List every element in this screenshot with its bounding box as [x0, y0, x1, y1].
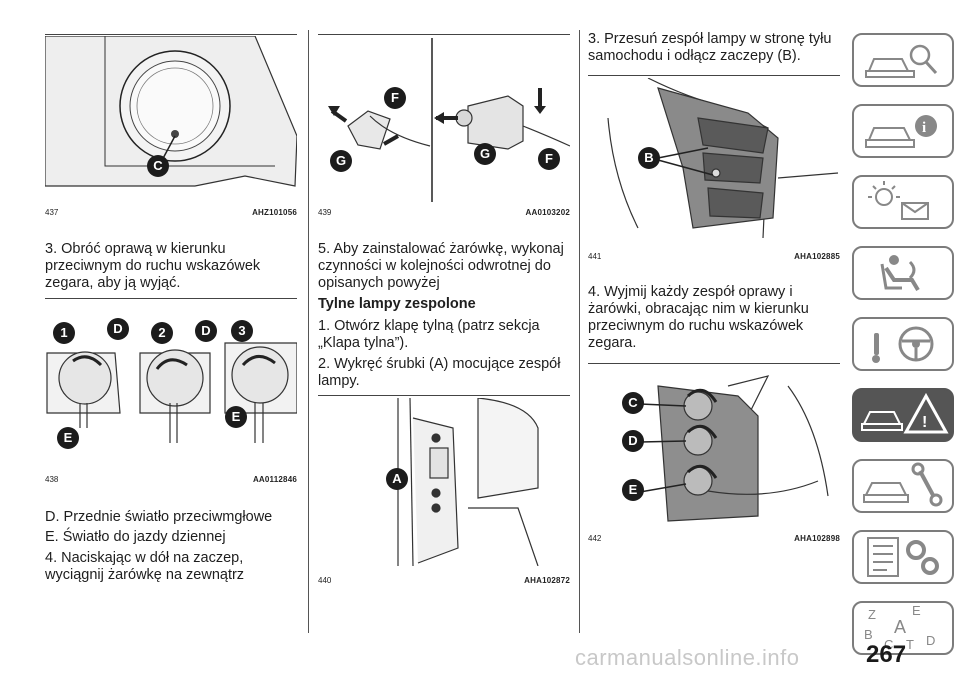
figure-437-caption: 437 AHZ101056: [45, 207, 297, 219]
figure-441-caption: 441 AHA102885: [588, 251, 840, 263]
label-e-2: E: [225, 406, 247, 428]
label-1: 1: [53, 322, 75, 344]
svg-text:Z: Z: [868, 607, 876, 622]
section-heading: Tylne lampy zespolone: [318, 296, 476, 312]
figure-code: AHA102872: [524, 576, 570, 585]
airbag-seat-icon: [880, 255, 920, 292]
step-1-text: 1. Otwórz klapę tylną (patrz sekcja „Kla…: [318, 318, 540, 351]
watermark: carmanualsonline.info: [575, 645, 800, 670]
svg-text:B: B: [864, 627, 873, 642]
figure-441-top-rule: [588, 75, 840, 76]
label-d: D: [622, 430, 644, 452]
sidebar-tab-steering-wheel[interactable]: [852, 317, 954, 371]
figure-439-caption: 439 AA0103202: [318, 207, 570, 219]
figure-440-caption: 440 AHA102872: [318, 575, 570, 587]
figure-440-image: [318, 398, 570, 566]
label-c: C: [147, 155, 169, 177]
svg-text:A: A: [894, 617, 906, 637]
figure-442-caption: 442 AHA102898: [588, 533, 840, 545]
sidebar-tab-car-info[interactable]: i: [852, 104, 954, 158]
sidebar-tab-airbag-seat[interactable]: [852, 246, 954, 300]
step-2-text: 2. Wykręć śrubki (A) mocujące zespół lam…: [318, 356, 561, 389]
label-e-1: E: [57, 427, 79, 449]
figure-439-image: [318, 36, 570, 206]
figure-number: 438: [45, 475, 59, 484]
label-e: E: [622, 479, 644, 501]
label-2: 2: [151, 322, 173, 344]
step-3-text: 3. Przesuń zespół lampy w stronę tyłu sa…: [588, 31, 832, 64]
figure-437-image: [45, 36, 297, 206]
sidebar-tab-breakdown[interactable]: !: [852, 388, 954, 442]
label-b: B: [638, 147, 660, 169]
label-f-1: F: [384, 87, 406, 109]
specs-gears-icon: [867, 537, 939, 577]
sidebar-tab-warning-lights[interactable]: [852, 175, 954, 229]
figure-442-top-rule: [588, 363, 840, 364]
step-3-text: 3. Obróć oprawą w kierunku przeciwnym do…: [45, 241, 261, 291]
label-g-1: G: [330, 150, 352, 172]
figure-number: 440: [318, 576, 332, 585]
figure-438-image: [45, 303, 297, 468]
figure-438-top-rule: [45, 298, 297, 299]
step-5-text: 5. Aby zainstalować żarówkę, wykonaj czy…: [318, 241, 564, 291]
car-search-icon: [865, 44, 938, 78]
figure-code: AHA102898: [794, 534, 840, 543]
figure-code: AHZ101056: [252, 208, 297, 217]
item-d-text: D. Przednie światło przeciwmgłowe: [45, 509, 273, 525]
figure-code: AA0112846: [252, 475, 297, 484]
figure-441-image: [588, 78, 840, 238]
svg-text:T: T: [906, 637, 914, 652]
step-4-text: 4. Wyjmij każdy zespół oprawy i żarówki,…: [588, 284, 809, 351]
figure-code: AHA102885: [794, 252, 840, 261]
figure-440-top-rule: [318, 395, 570, 396]
label-3: 3: [231, 320, 253, 342]
figure-442-image: [588, 366, 840, 526]
sidebar-tab-car-search[interactable]: [852, 33, 954, 87]
figure-number: 439: [318, 208, 332, 217]
label-d-2: D: [195, 320, 217, 342]
label-g-2: G: [474, 143, 496, 165]
item-e-text: E. Światło do jazdy dziennej: [45, 529, 226, 545]
figure-437-top-rule: [45, 34, 297, 35]
column-separator-2: [579, 30, 580, 633]
car-info-icon: i: [865, 115, 937, 148]
figure-number: 437: [45, 208, 59, 217]
svg-text:i: i: [922, 120, 926, 136]
breakdown-triangle-icon: !: [861, 392, 949, 434]
sidebar-tab-car-wrench[interactable]: [852, 459, 954, 513]
warning-lights-icon: [868, 181, 929, 220]
page-number: 267: [866, 641, 907, 668]
steering-wheel-icon: [872, 326, 934, 363]
figure-number: 442: [588, 534, 602, 543]
column-separator-1: [308, 30, 309, 633]
figure-438-caption: 438 AA0112846: [45, 474, 297, 486]
step-4-text: 4. Naciskając w dół na zaczep, wyciągnij…: [45, 550, 245, 583]
figure-code: AA0103202: [525, 208, 570, 217]
svg-text:!: !: [922, 414, 927, 431]
svg-text:C: C: [884, 637, 893, 652]
label-a: A: [386, 468, 408, 490]
label-f-2: F: [538, 148, 560, 170]
figure-number: 441: [588, 252, 602, 261]
label-c: C: [622, 392, 644, 414]
car-wrench-icon: [863, 462, 943, 507]
label-d-1: D: [107, 318, 129, 340]
svg-text:E: E: [912, 603, 921, 618]
figure-439-top-rule: [318, 34, 570, 35]
svg-text:D: D: [926, 633, 935, 648]
sidebar-tab-specs[interactable]: [852, 530, 954, 584]
